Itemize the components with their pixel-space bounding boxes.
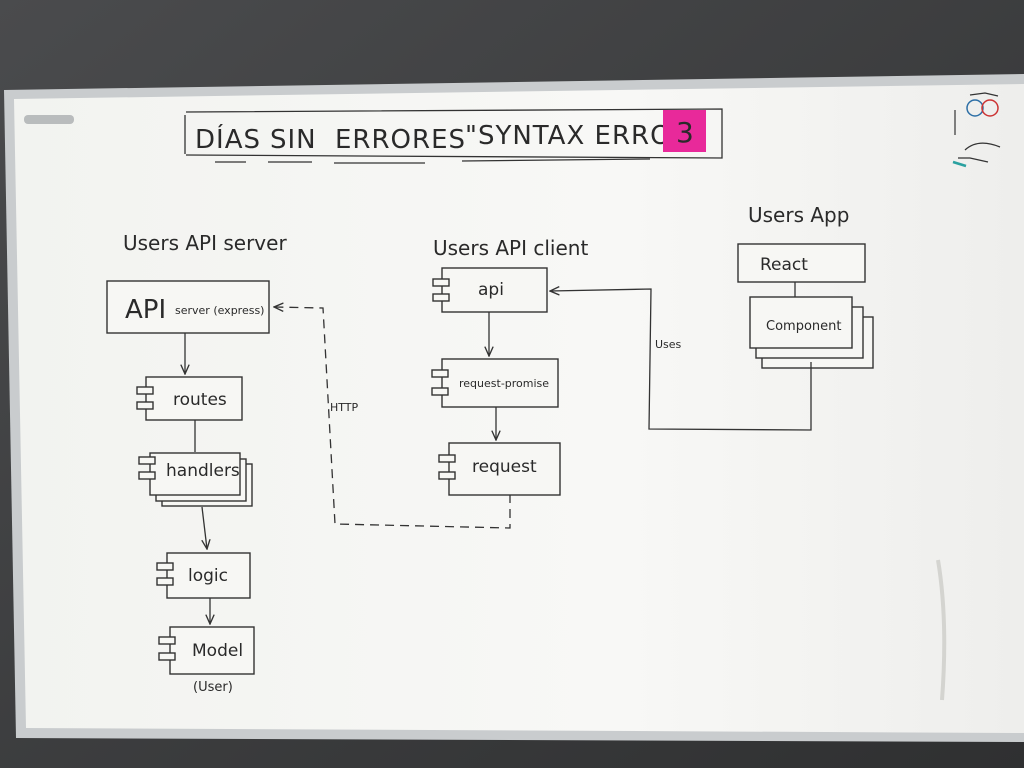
http-label: HTTP (330, 401, 359, 414)
banner-errors: ERRORES (335, 125, 466, 155)
request-component: request (438, 442, 561, 496)
request-promise-component: request-promise (431, 358, 559, 408)
react-box: React (737, 243, 866, 283)
component-label: Component (766, 319, 841, 334)
react-label: React (760, 255, 808, 275)
model-label: Model (192, 641, 243, 661)
uses-label: Uses (655, 338, 682, 351)
edge-uses (550, 289, 812, 431)
request-label: request (472, 457, 537, 477)
banner-without: SIN (270, 125, 317, 155)
server-title: Users API server (123, 231, 287, 255)
model-note: (User) (193, 680, 233, 695)
banner-quote: "SYNTAX ERROR" (465, 121, 704, 151)
edge-http-dashed (274, 307, 511, 529)
sticky-count: 3 (676, 116, 694, 149)
edge-handlers-to-logic (202, 506, 207, 549)
api-server-main: API (125, 295, 166, 325)
days-without-errors-banner: DÍAS SIN ERRORES "SYNTAX ERROR" 3 (184, 108, 723, 164)
routes-component: routes (136, 376, 243, 421)
routes-label: routes (173, 390, 227, 410)
api-server-box: API server (express) (106, 280, 270, 334)
component-stack: Component (749, 296, 874, 369)
app-title: Users App (748, 203, 849, 227)
smudge (936, 559, 947, 701)
sticky-note (663, 110, 706, 152)
board-logo (24, 115, 74, 124)
handlers-component-stack: handlers (138, 452, 253, 507)
client-title: Users API client (433, 236, 588, 260)
cartoon-doodle (952, 92, 1001, 168)
banner-days: DÍAS (195, 123, 261, 155)
handlers-label: handlers (166, 461, 240, 481)
request-promise-label: request-promise (459, 377, 549, 390)
client-api-label: api (478, 280, 504, 300)
model-component: Model (158, 626, 255, 675)
logic-component: logic (156, 552, 251, 599)
logic-label: logic (188, 566, 228, 586)
api-server-sub: server (express) (175, 304, 264, 317)
client-api-component: api (432, 267, 548, 313)
